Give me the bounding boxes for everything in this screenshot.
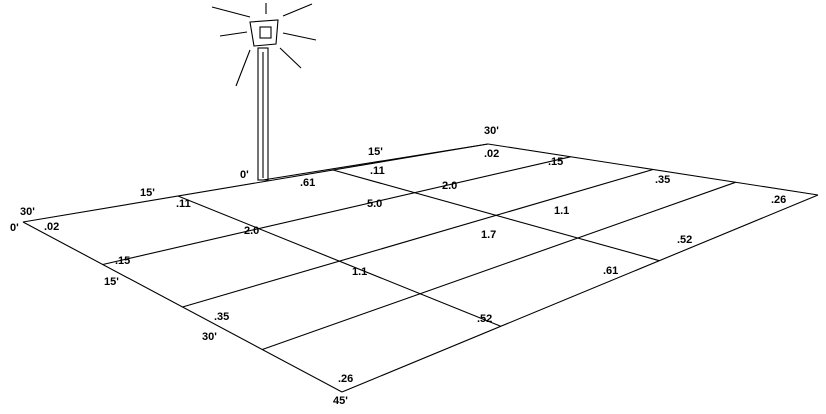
- value-label: .11: [176, 198, 191, 210]
- axis-label-front-30: 30': [202, 331, 217, 343]
- light-fixture-icon: [211, 3, 317, 181]
- value-label: .15: [548, 156, 563, 168]
- value-label: 1.1: [554, 205, 569, 217]
- value-label: .35: [655, 174, 670, 186]
- value-label: 2.0: [244, 225, 259, 237]
- light-ray: [211, 6, 251, 18]
- grid-line: [22, 143, 489, 223]
- axis-label-front-15: 15': [104, 276, 119, 288]
- value-label: .15: [115, 255, 130, 267]
- value-label: .26: [771, 194, 786, 206]
- light-ray: [279, 47, 302, 69]
- grid-line: [341, 194, 819, 393]
- value-label: .26: [338, 373, 353, 385]
- grid-line: [262, 181, 736, 351]
- value-label: .52: [477, 313, 492, 325]
- value-label: .61: [603, 265, 618, 277]
- value-label: .11: [370, 165, 385, 177]
- value-label: 2.0: [442, 180, 457, 192]
- axis-label-left-30: 30': [20, 206, 35, 218]
- value-label: .61: [300, 177, 315, 189]
- axis-label-front-0: 0': [10, 222, 19, 234]
- light-ray: [282, 32, 317, 41]
- axis-label-left-15: 15': [140, 187, 155, 199]
- value-label: .35: [214, 311, 229, 323]
- origin-label: 0': [240, 169, 249, 181]
- value-label: 1.7: [481, 229, 496, 241]
- light-ray: [235, 49, 251, 87]
- value-label: .02: [44, 221, 59, 233]
- floor-grid: [22, 143, 819, 393]
- grid-line: [102, 156, 571, 266]
- axis-label-right-15: 15': [368, 146, 383, 158]
- light-ray: [219, 31, 248, 37]
- light-ray: [282, 3, 313, 17]
- grid-line: [262, 143, 489, 181]
- axis-label-front-45: 45': [333, 395, 348, 407]
- lamp-lens: [259, 26, 272, 39]
- value-label: .02: [484, 148, 499, 160]
- grid-line: [182, 168, 654, 308]
- value-label: 1.1: [352, 266, 367, 278]
- value-label: .52: [677, 234, 692, 246]
- axis-label-right-30: 30': [484, 125, 499, 137]
- value-label: 5.0: [367, 198, 382, 210]
